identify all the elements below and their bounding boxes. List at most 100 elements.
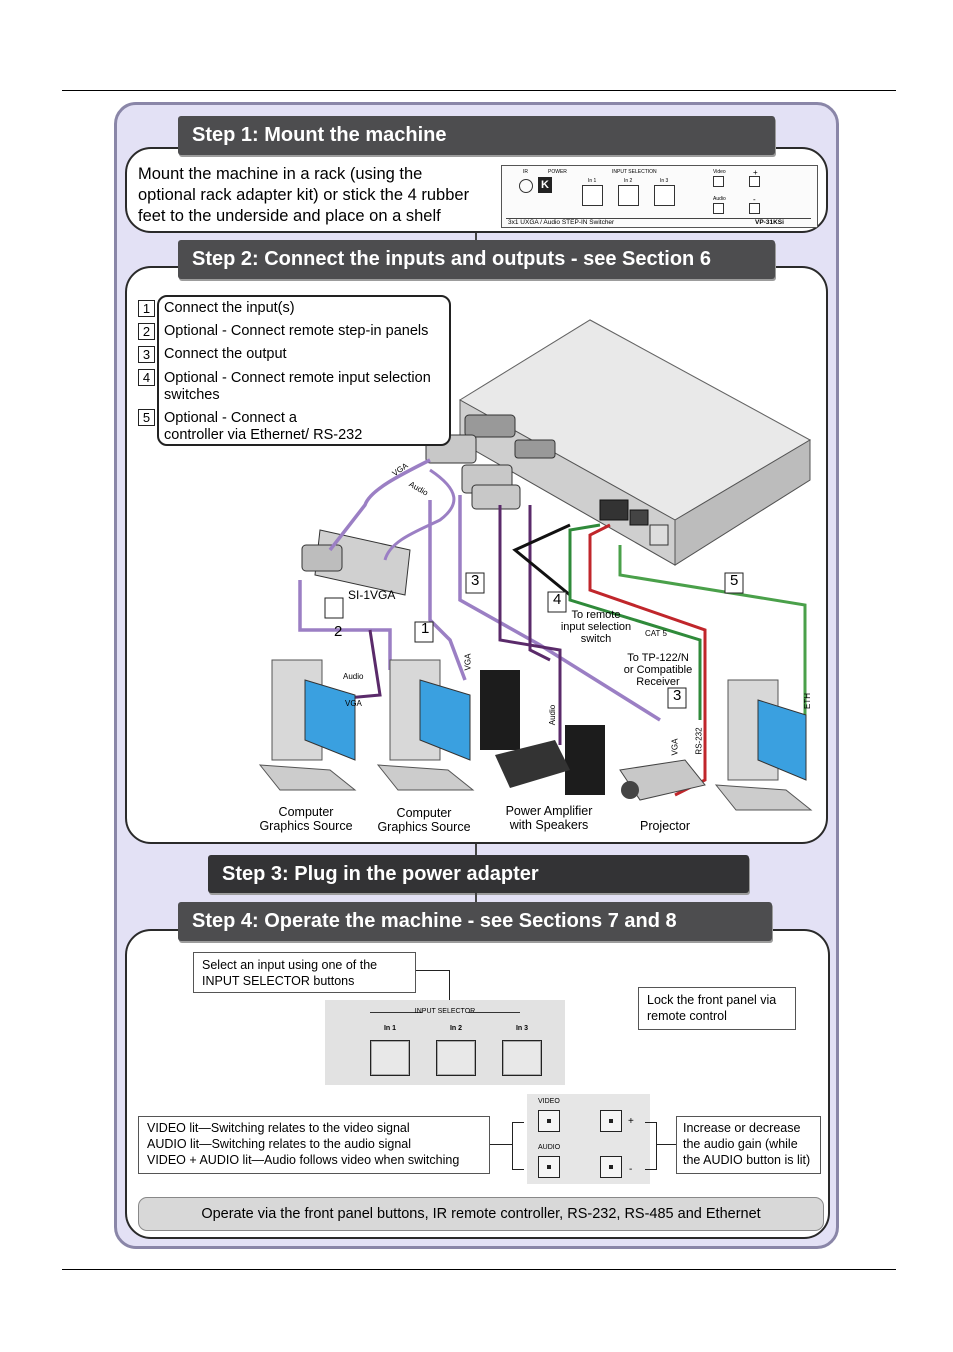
device-plus-button[interactable]	[749, 176, 760, 187]
label-receiver: To TP-122/N or Compatible Receiver	[623, 652, 693, 688]
label-vga-d: VGA	[670, 738, 680, 756]
va-audio-label: AUDIO	[538, 1144, 561, 1151]
device-power-label: POWER	[548, 169, 567, 175]
device-audio-label: Audio	[713, 196, 726, 202]
select-note-line1: Select an input using one of the	[202, 958, 378, 972]
device-input-selection-label: INPUT SELECTION	[612, 169, 657, 175]
label-audio-b: Audio	[343, 672, 364, 681]
select-note-line2: INPUT SELECTOR buttons	[202, 974, 355, 988]
selector-title-rule-right	[468, 1012, 520, 1013]
video-audio-bracket-vert	[512, 1122, 524, 1170]
label-vga-c: VGA	[463, 653, 473, 671]
device-in1-button[interactable]	[582, 185, 603, 206]
video-note-line3: VIDEO + AUDIO lit—Audio follows video wh…	[147, 1153, 460, 1167]
footer-rule	[62, 1269, 896, 1270]
step1-line-3: feet to the underside and place on a she…	[138, 207, 441, 225]
lock-note-line2: remote control	[647, 1009, 727, 1023]
header-rule	[62, 90, 896, 91]
va-plus-led-icon	[609, 1119, 613, 1123]
caption-pc2-line2: Graphics Source	[377, 820, 471, 834]
label-eth: ETH	[803, 693, 812, 709]
gain-bracket	[657, 1144, 677, 1145]
step2-item-5-cont: controller via Ethernet/ RS-232	[164, 427, 363, 443]
step2-item-2: Optional - Connect remote step-in panels	[164, 323, 429, 339]
connector-1-2	[475, 233, 477, 242]
label-num-2: 2	[334, 623, 343, 640]
device-audio-button[interactable]	[713, 203, 724, 214]
audio-gain-callout: Increase or decrease the audio gain (whi…	[676, 1116, 821, 1174]
va-audio-led-icon	[547, 1165, 551, 1169]
step2-num-2: 2	[138, 323, 155, 340]
label-num-1: 1	[421, 620, 430, 637]
va-minus-button[interactable]	[600, 1156, 622, 1178]
step2-item-4: Optional - Connect remote input selectio…	[164, 370, 431, 386]
device-video-label: Video	[713, 169, 726, 175]
device-in2-button[interactable]	[618, 185, 639, 206]
step2-num-5: 5	[138, 409, 155, 426]
label-remote-switch: To remote input selection switch	[560, 609, 632, 645]
gain-note-line1: Increase or decrease	[683, 1121, 801, 1135]
video-audio-panel: VIDEO + AUDIO -	[527, 1094, 650, 1184]
va-video-label: VIDEO	[538, 1098, 560, 1105]
label-rs232: RS-232	[694, 727, 704, 755]
device-video-button[interactable]	[713, 176, 724, 187]
device-minus-button[interactable]	[749, 203, 760, 214]
label-vga-b: VGA	[345, 699, 362, 708]
lock-panel-callout: Lock the front panel via remote control	[638, 987, 796, 1030]
va-video-button[interactable]	[538, 1110, 560, 1132]
label-num-3b: 3	[673, 687, 682, 704]
step2-num-3: 3	[138, 346, 155, 363]
step3-title: Step 3: Plug in the power adapter	[208, 855, 749, 893]
step2-instructions-box	[157, 295, 451, 446]
va-video-led-icon	[547, 1119, 551, 1123]
step2-num-1: 1	[138, 300, 155, 317]
device-in2-label: In 2	[624, 178, 633, 184]
device-model: VP-31KSi	[755, 219, 784, 226]
connector-2-3	[475, 844, 477, 856]
gain-note-line2: the audio gain (while	[683, 1137, 798, 1151]
select-input-callout: Select an input using one of the INPUT S…	[193, 952, 416, 993]
video-note-line1: VIDEO lit—Switching relates to the video…	[147, 1121, 410, 1135]
step2-item-5: Optional - Connect a	[164, 410, 297, 426]
label-audio-c: Audio	[548, 704, 558, 726]
gain-bracket-vert	[645, 1122, 657, 1170]
video-audio-bracket	[490, 1144, 512, 1145]
gain-note-line3: the AUDIO button is lit)	[683, 1153, 811, 1167]
video-audio-callout: VIDEO lit—Switching relates to the video…	[138, 1116, 490, 1174]
selector-in2-button[interactable]	[436, 1040, 476, 1076]
selector-in3-label: In 3	[515, 1025, 529, 1032]
step1-line-2: optional rack adapter kit) or stick the …	[138, 186, 470, 204]
input-selector-panel: INPUT SELECTOR In 1 In 2 In 3	[325, 1000, 565, 1085]
video-note-line2: AUDIO lit—Switching relates to the audio…	[147, 1137, 412, 1151]
caption-pc1-line1: Computer	[278, 805, 334, 819]
selector-in2-label: In 2	[449, 1025, 463, 1032]
step1-title: Step 1: Mount the machine	[178, 116, 775, 155]
ir-sensor-icon	[519, 179, 533, 193]
selector-in1-button[interactable]	[370, 1040, 410, 1076]
kramer-logo-icon: K	[538, 177, 552, 193]
selector-title-rule-left	[370, 1012, 422, 1013]
step2-title: Step 2: Connect the inputs and outputs -…	[178, 240, 775, 279]
caption-pc1-line2: Graphics Source	[259, 819, 353, 833]
va-plus-label: +	[628, 1116, 634, 1127]
va-plus-button[interactable]	[600, 1110, 622, 1132]
lock-note-line1: Lock the front panel via	[647, 993, 777, 1007]
step1-text: Mount the machine in a rack (using the o…	[138, 164, 498, 227]
device-minus-label: -	[753, 195, 756, 204]
caption-pc2-line1: Computer	[396, 806, 452, 820]
device-plus-label: +	[753, 168, 758, 177]
step4-title: Step 4: Operate the machine - see Sectio…	[178, 902, 772, 941]
label-num-5: 5	[730, 572, 739, 589]
va-audio-button[interactable]	[538, 1156, 560, 1178]
step2-num-4: 4	[138, 369, 155, 386]
label-si1vga: SI-1VGA	[348, 588, 396, 602]
label-num-3a: 3	[471, 572, 480, 589]
step1-line-1: Mount the machine in a rack (using the	[138, 165, 423, 183]
selector-in3-button[interactable]	[502, 1040, 542, 1076]
device-ir-label: IR	[523, 169, 528, 175]
device-divider	[506, 218, 811, 219]
caption-projector: Projector	[639, 819, 691, 833]
step2-item-1: Connect the input(s)	[164, 300, 295, 316]
device-in3-button[interactable]	[654, 185, 675, 206]
caption-amp-line2: with Speakers	[509, 818, 589, 832]
